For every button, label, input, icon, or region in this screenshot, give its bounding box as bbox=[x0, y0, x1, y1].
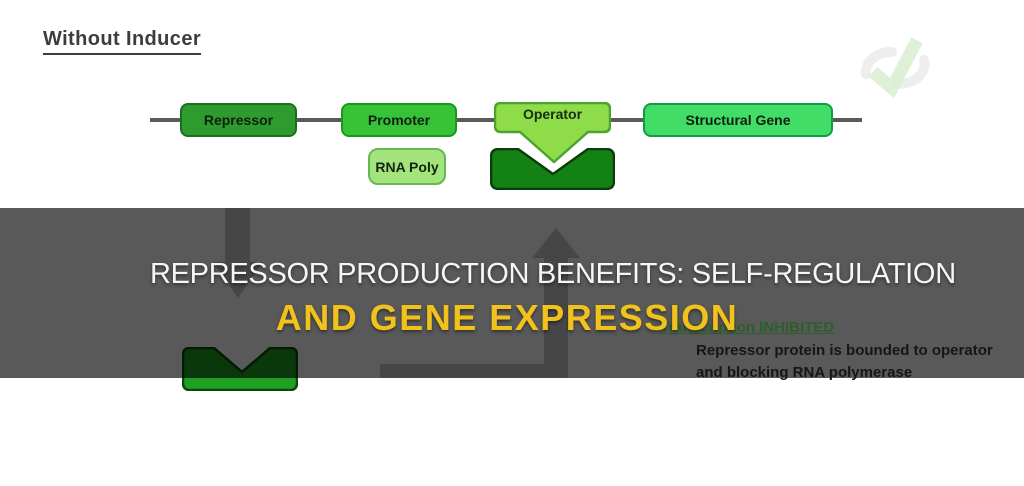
operator-shape bbox=[493, 101, 612, 164]
repressor-description: Repressor protein is bounded to operator… bbox=[696, 340, 996, 384]
structural-gene-box: Structural Gene bbox=[643, 103, 833, 137]
operator-label: Operator bbox=[522, 106, 583, 122]
repressor-description-line2: and blocking RNA polymerase bbox=[696, 364, 913, 381]
section-title: Without Inducer bbox=[43, 28, 202, 55]
bound-repressor-protein-shape bbox=[490, 148, 615, 190]
operator-box: Operator bbox=[493, 101, 612, 164]
transcription-status-label: Transcription INHIBITED bbox=[660, 319, 835, 336]
banner-title-line1: REPRESSOR PRODUCTION BENEFITS: SELF-REGU… bbox=[150, 258, 956, 290]
rna-polymerase-box: RNA Poly bbox=[368, 148, 446, 185]
title-banner-overlay bbox=[0, 208, 1024, 378]
checkmark-watermark-icon bbox=[860, 37, 930, 99]
repressor-gene-box: Repressor bbox=[180, 103, 297, 137]
promoter-box: Promoter bbox=[341, 103, 457, 137]
repressor-description-line1: Repressor protein is bounded to operator bbox=[696, 342, 993, 359]
banner-title-line2: AND GENE EXPRESSION bbox=[275, 297, 739, 338]
